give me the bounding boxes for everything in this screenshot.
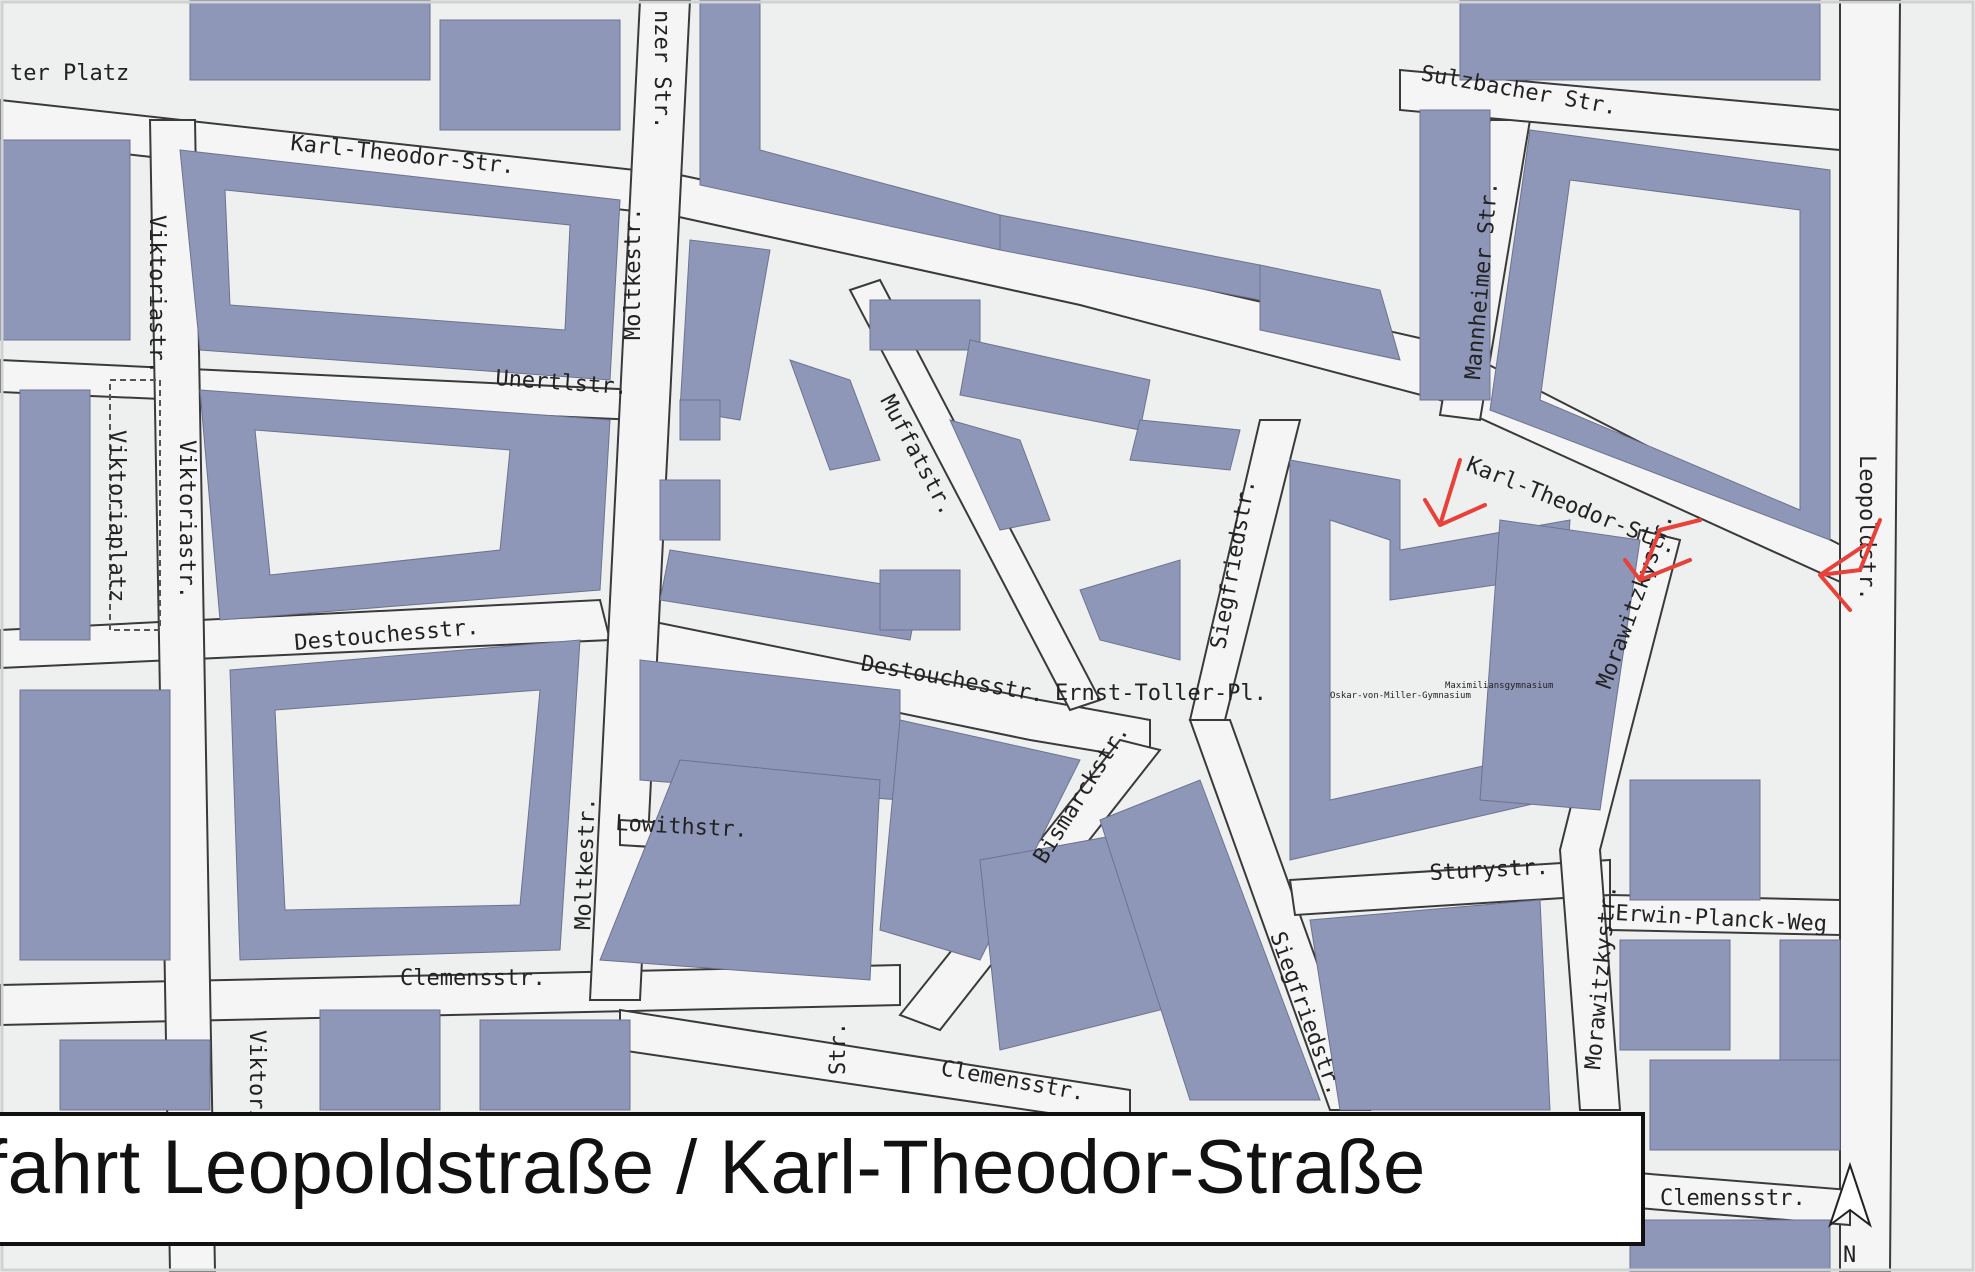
street-label: Sturystr.	[1429, 855, 1549, 886]
building	[1629, 1219, 1831, 1272]
building	[679, 399, 721, 441]
building	[1459, 0, 1821, 81]
viktoriaplatz-park	[109, 379, 161, 631]
street-label: nzer Str.	[649, 10, 674, 129]
street-label: Viktoriastr.	[144, 215, 169, 374]
street-label: Str.	[826, 1022, 851, 1075]
school-label: Maximiliansgymnasium	[1445, 681, 1553, 691]
building	[869, 299, 981, 351]
building	[19, 389, 91, 641]
building	[479, 1019, 631, 1111]
street-label: Moltkestr.	[621, 208, 646, 340]
building-ring	[1489, 129, 1831, 541]
building	[659, 549, 921, 641]
building	[949, 419, 1051, 531]
map-labels: Oskar-von-Miller-Gymnasium Maximiliansgy…	[1330, 681, 1553, 701]
entrance-markers	[1423, 458, 1882, 612]
street-label: Moltkestr.	[571, 797, 601, 930]
buildings	[0, 0, 1841, 1272]
building	[789, 359, 881, 471]
arrow-marker-icon	[1423, 458, 1487, 527]
roads	[0, 0, 1902, 1272]
street-label: Viktoriastr.	[174, 440, 199, 599]
road-erwin-planck	[1609, 893, 1841, 937]
building	[439, 19, 621, 131]
building-ring	[179, 149, 621, 381]
building	[1259, 264, 1401, 361]
building	[1079, 559, 1181, 661]
caption-box: fahrt Leopoldstraße / Karl-Theodor-Straß…	[0, 1112, 1645, 1246]
building-ring	[199, 389, 611, 621]
building	[659, 479, 721, 541]
street-label: ter Platz	[10, 61, 129, 86]
north-label: N	[1843, 1243, 1856, 1268]
school-label: Oskar-von-Miller-Gymnasium	[1330, 691, 1471, 701]
north-arrow-icon: N	[1828, 1161, 1872, 1268]
road-sulzbacher	[1399, 68, 1841, 152]
building	[1129, 419, 1241, 471]
street-label: Ernst-Toller-Pl.	[1055, 681, 1267, 706]
building	[0, 139, 131, 341]
street-label: Clemensstr.	[400, 966, 546, 991]
road-morawitzky	[1558, 528, 1682, 1111]
building	[1099, 779, 1321, 1101]
building	[19, 689, 171, 961]
arrow-marker-icon	[1818, 518, 1882, 612]
building	[1629, 779, 1761, 901]
building-ring	[229, 639, 581, 961]
building	[59, 1039, 211, 1111]
street-label: Clemensstr.	[1660, 1186, 1806, 1211]
building	[679, 239, 771, 421]
building	[1649, 1059, 1841, 1151]
building	[879, 569, 961, 631]
building	[189, 0, 431, 81]
arrow-marker-icon	[1623, 518, 1702, 582]
building	[1419, 109, 1491, 401]
building	[879, 719, 1081, 961]
building	[1619, 939, 1731, 1051]
building	[319, 1009, 441, 1111]
building	[1479, 519, 1641, 811]
road-muffat	[848, 278, 1102, 712]
building	[599, 759, 881, 981]
road-moltke	[588, 0, 692, 1001]
road-leopold	[1839, 0, 1902, 1272]
caption-title: fahrt Leopoldstraße / Karl-Theodor-Straß…	[0, 1125, 1426, 1210]
building	[1309, 899, 1551, 1111]
building	[1779, 939, 1841, 1061]
street-label: Viktoriaplatz	[104, 430, 129, 602]
